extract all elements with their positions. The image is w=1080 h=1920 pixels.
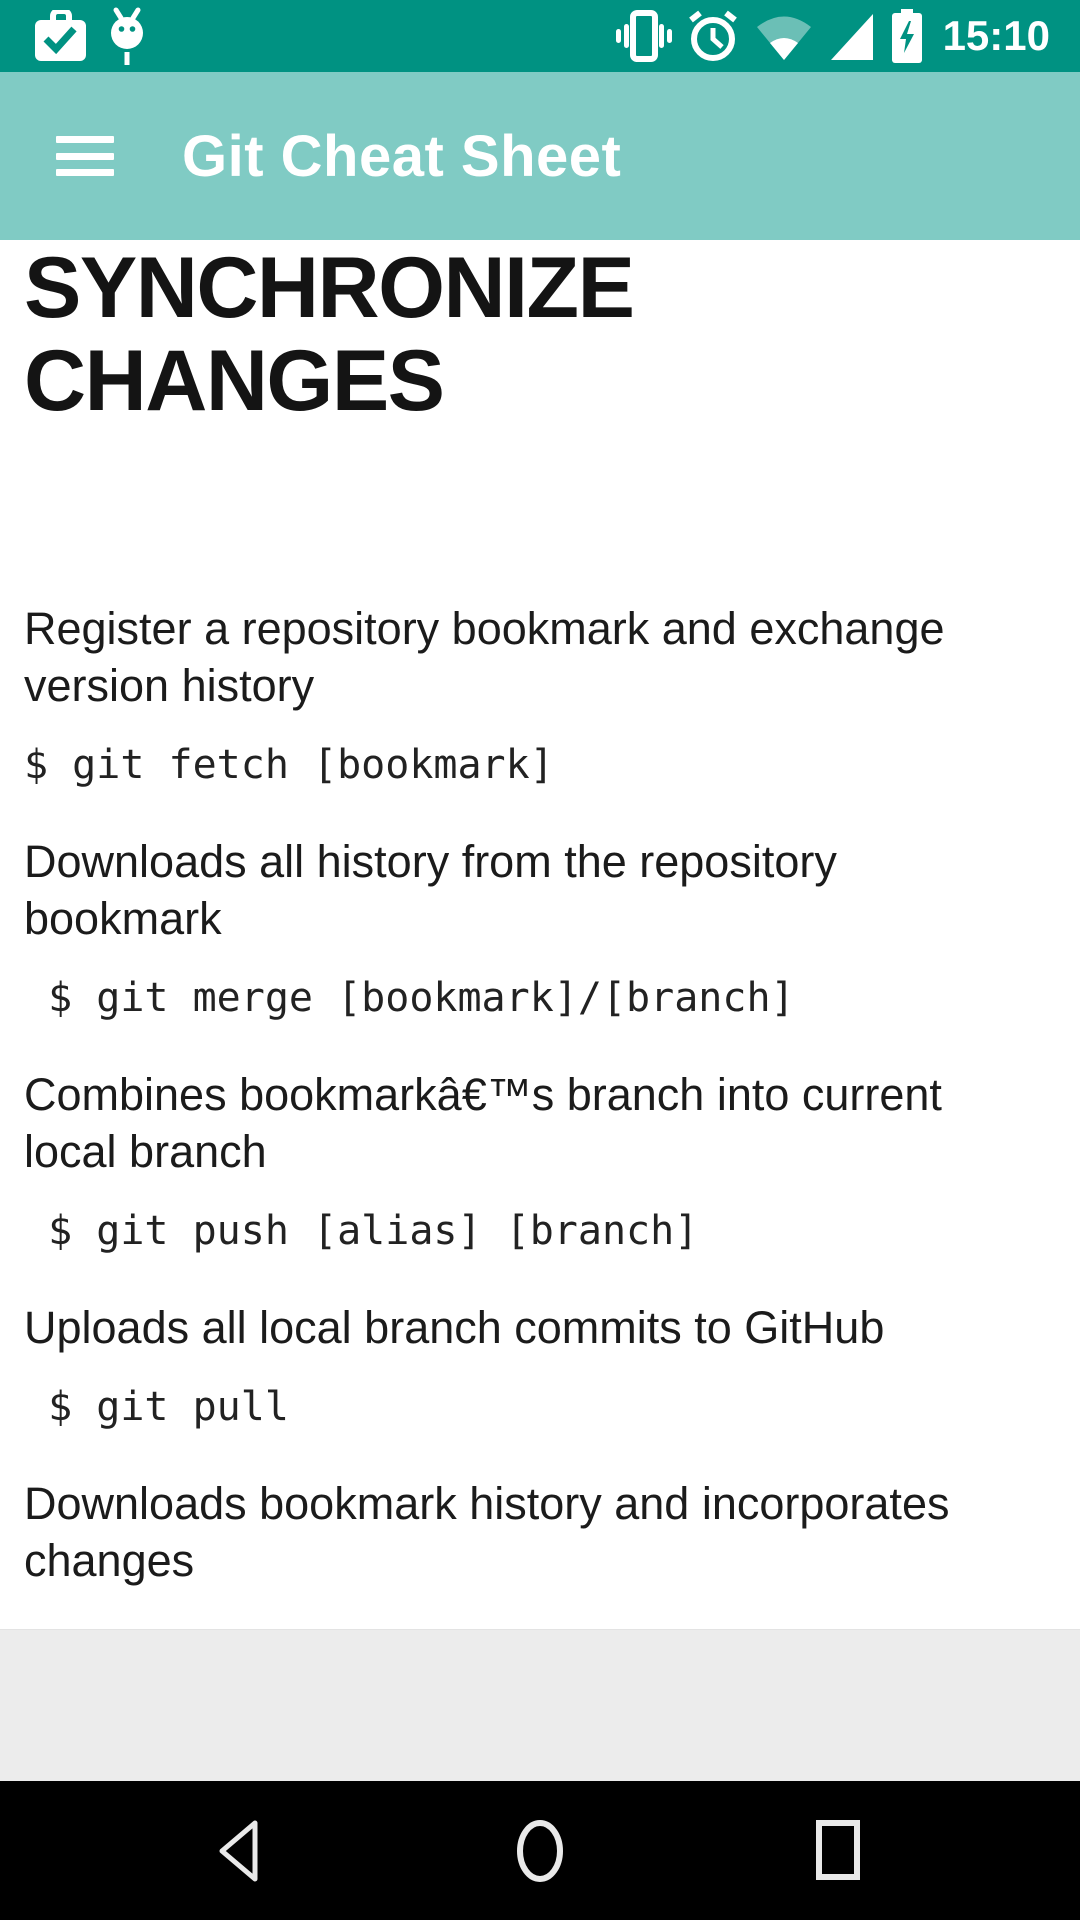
back-icon [219, 1820, 258, 1881]
description-text: Uploads all local branch commits to GitH… [24, 1302, 885, 1353]
wifi-icon [756, 16, 811, 60]
recents-button[interactable] [801, 1816, 879, 1886]
task-complete-icon [35, 10, 86, 61]
content-area[interactable]: SYNCHRONIZE CHANGES Register a repositor… [0, 240, 1080, 1629]
description-text: Downloads bookmark history and incorpora… [24, 1478, 950, 1586]
home-button[interactable] [501, 1816, 579, 1886]
back-button[interactable] [201, 1816, 279, 1886]
status-bar: 15:10 [0, 0, 1080, 72]
vibrate-icon [615, 10, 672, 62]
android-debug-icon [111, 7, 143, 65]
code-snippet: $ git merge [bookmark]/[branch] [24, 975, 795, 1021]
status-time: 15:10 [942, 12, 1050, 59]
status-bar-left-icons [33, 6, 145, 66]
menu-button[interactable] [56, 136, 116, 176]
code-snippet: $ git fetch [bookmark] [24, 742, 554, 788]
home-icon [517, 1819, 563, 1882]
cell-signal-icon [830, 14, 873, 60]
description-text: Combines bookmarkâ€™s branch into curren… [24, 1069, 942, 1177]
description-text: Downloads all history from the repositor… [24, 836, 837, 944]
alarm-icon [688, 10, 737, 61]
code-snippet: $ git pull [24, 1384, 289, 1430]
description-text: Register a repository bookmark and excha… [24, 603, 945, 711]
app-title: Git Cheat Sheet [182, 123, 622, 189]
code-snippet: $ git push [alias] [branch] [24, 1208, 699, 1254]
battery-charging-icon [891, 9, 922, 63]
hamburger-icon [56, 136, 114, 143]
status-bar-right-icons: 15:10 [615, 0, 1050, 72]
recents-icon [816, 1819, 860, 1880]
page-heading: SYNCHRONIZE CHANGES [24, 240, 635, 429]
app-bar: Git Cheat Sheet [0, 72, 1080, 240]
navigation-bar [0, 1781, 1080, 1920]
background-filler [0, 1629, 1080, 1781]
